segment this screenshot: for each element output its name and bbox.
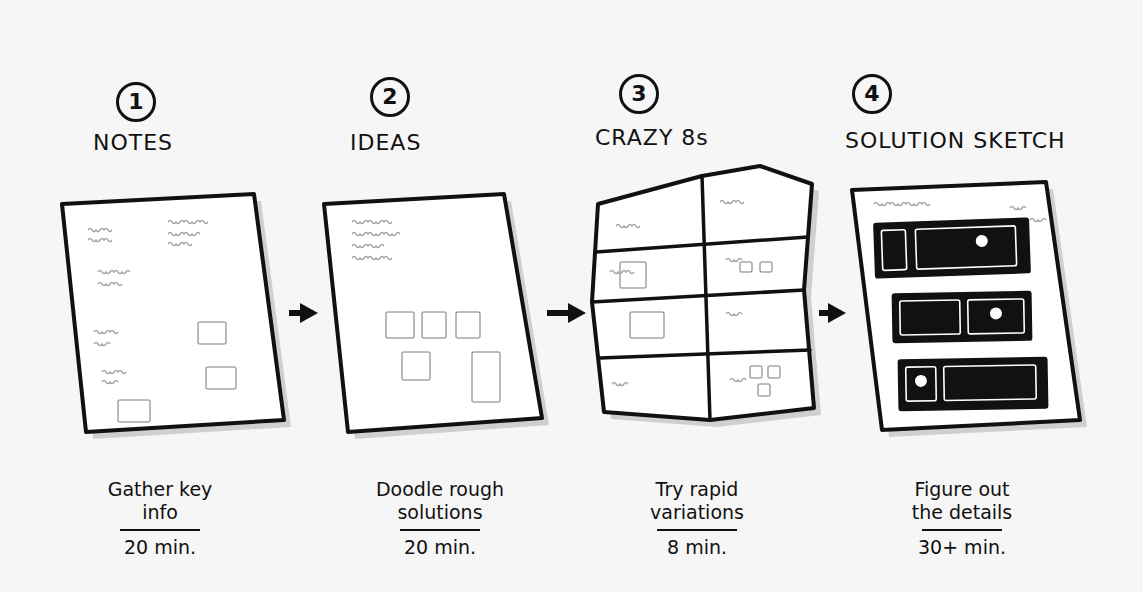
flow-arrow: [547, 310, 570, 316]
scribble: [352, 233, 400, 236]
doodle-box: [944, 365, 1037, 401]
paper-sheet: [62, 194, 284, 432]
step-duration: 20 min.: [355, 536, 525, 559]
person-icon: [915, 375, 927, 387]
step-description: Try rapid variations: [610, 478, 785, 524]
step-description: Doodle rough solutions: [355, 478, 525, 524]
scribble: [610, 271, 634, 274]
fold-line: [600, 350, 810, 358]
step-duration: 30+ min.: [900, 536, 1025, 559]
flow-arrow: [289, 310, 302, 316]
step-heading: SOLUTION SKETCH: [845, 128, 1066, 153]
scribble: [726, 313, 742, 316]
fraction-rule: [120, 529, 200, 531]
sheet-illustration: [322, 192, 544, 434]
sheet-illustration: [590, 162, 816, 424]
sheet-illustration: [58, 192, 286, 434]
sketch-sheet: 4SOLUTION SKETCHFigure out the details30…: [850, 180, 1082, 432]
sheet-doodles: [352, 221, 500, 403]
scribble: [720, 201, 744, 204]
doodle-box: [900, 300, 961, 335]
scribble: [1010, 207, 1026, 210]
sketch-sheet: 2IDEASDoodle rough solutions20 min.: [322, 192, 544, 434]
step-number: 2: [370, 77, 410, 117]
step-duration: 8 min.: [610, 536, 785, 559]
scribble: [352, 245, 384, 248]
scribble: [168, 233, 200, 236]
doodle-box: [198, 322, 226, 344]
storyboard-panel: [898, 357, 1049, 412]
step-duration: 20 min.: [105, 536, 215, 559]
doodle-box: [472, 352, 500, 402]
scribble: [874, 203, 930, 206]
doodle-box: [881, 230, 906, 271]
scribble: [88, 229, 112, 232]
doodle-box: [630, 312, 664, 338]
doodle-box: [386, 312, 414, 338]
panel-frame: [898, 357, 1049, 412]
scribble: [616, 225, 640, 228]
paper-sheet: [852, 182, 1080, 430]
doodle-box: [758, 384, 770, 396]
scribble: [1030, 219, 1046, 222]
scribble: [102, 381, 118, 384]
doodle-box: [422, 312, 446, 338]
doodle-box: [620, 262, 646, 288]
scribble: [612, 383, 628, 386]
storyboard-panel: [873, 217, 1031, 278]
step-heading: NOTES: [93, 130, 173, 155]
paper-sheet: [592, 166, 814, 420]
sheet-illustration: [850, 180, 1082, 432]
step-heading: IDEAS: [350, 130, 421, 155]
sheet-doodles: [592, 176, 810, 420]
doodle-box: [740, 262, 752, 272]
sketch-sheet: 3CRAZY 8sTry rapid variations8 min.: [590, 162, 816, 424]
fraction-rule: [922, 529, 1002, 531]
scribble: [352, 221, 392, 224]
scribble: [102, 371, 126, 374]
scribble: [352, 257, 392, 260]
doodle-box: [456, 312, 480, 338]
fold-line: [596, 237, 808, 252]
doodle-box: [118, 400, 150, 422]
panel-frame: [892, 291, 1033, 343]
scribble: [726, 259, 742, 262]
scribble: [730, 379, 746, 382]
step-number: 3: [619, 74, 659, 114]
step-number: 1: [116, 82, 156, 122]
doodle-box: [968, 299, 1025, 334]
step-heading: CRAZY 8s: [595, 125, 709, 150]
fraction-rule: [657, 529, 737, 531]
doodle-box: [750, 366, 762, 378]
scribble: [98, 271, 130, 274]
sheet-doodles: [88, 221, 236, 423]
fraction-rule: [400, 529, 480, 531]
storyboard-panel: [892, 291, 1033, 343]
doodle-box: [906, 367, 937, 402]
flow-arrow: [819, 310, 830, 316]
panel-frame: [873, 217, 1031, 278]
scribble: [88, 239, 112, 242]
person-icon: [976, 235, 988, 247]
step-description: Figure out the details: [900, 478, 1025, 524]
person-icon: [990, 307, 1002, 319]
sketch-sheet: 1NOTESGather key info20 min.: [58, 192, 286, 434]
fold-line: [702, 176, 710, 420]
paper-sheet: [324, 194, 542, 432]
doodle-box: [760, 262, 772, 272]
step-number: 4: [852, 74, 892, 114]
scribble: [168, 243, 192, 246]
doodle-box: [915, 226, 1016, 269]
scribble: [168, 221, 208, 224]
doodle-box: [206, 367, 236, 389]
scribble: [98, 283, 122, 286]
doodle-box: [402, 352, 430, 380]
sheet-doodles: [873, 203, 1048, 412]
scribble: [94, 331, 118, 334]
fold-line: [592, 290, 804, 302]
doodle-box: [768, 366, 780, 378]
scribble: [94, 343, 110, 346]
step-description: Gather key info: [105, 478, 215, 524]
